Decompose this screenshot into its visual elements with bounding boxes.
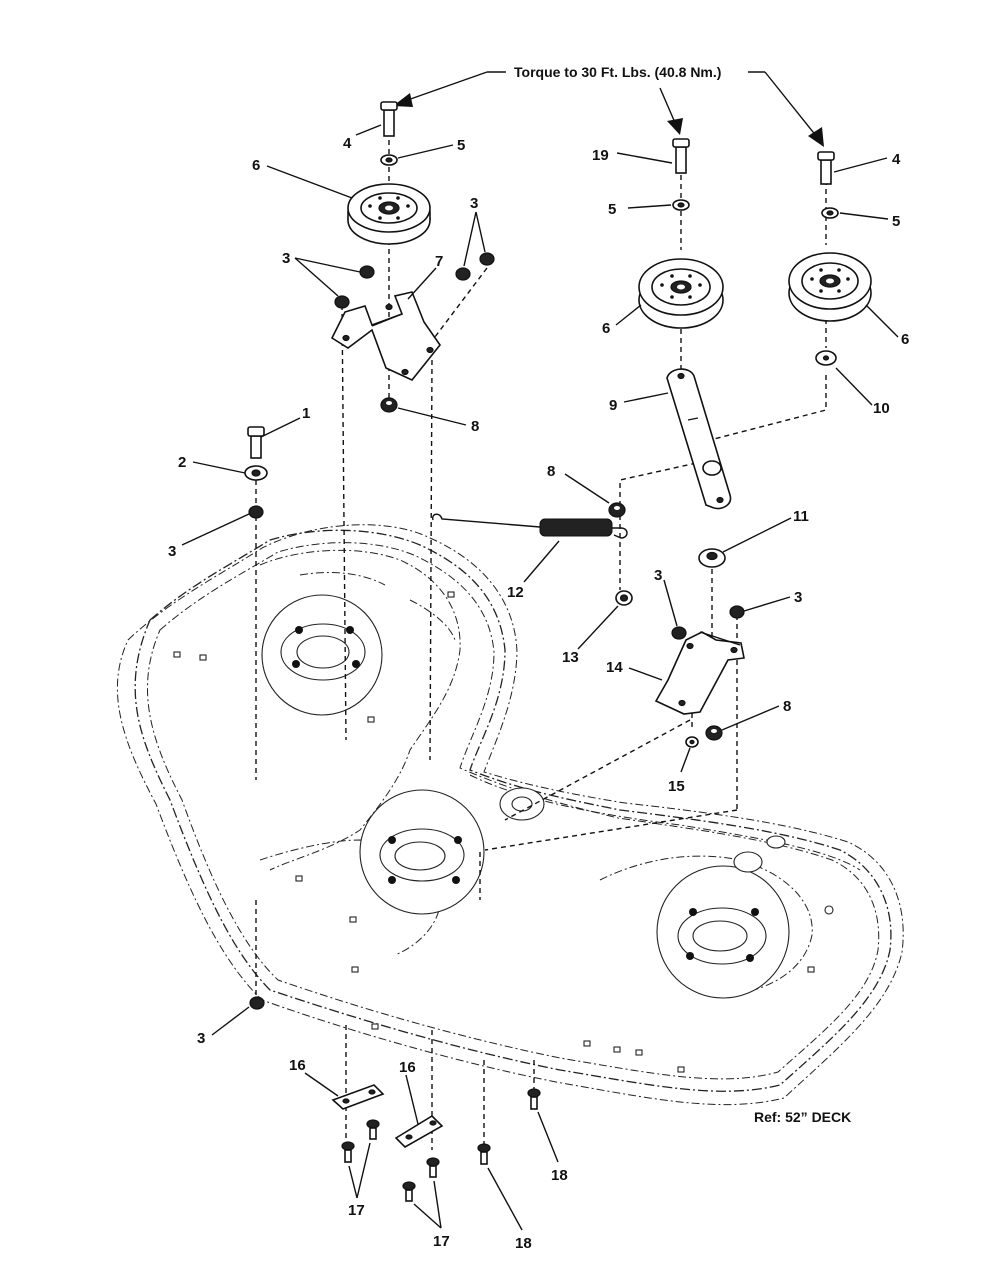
callout-14: 14	[606, 659, 623, 676]
callout-8-bracket: 8	[783, 698, 791, 715]
callout-13: 13	[562, 649, 579, 666]
callout-3-pivot-left: 3	[654, 567, 662, 584]
nut-3-lower	[249, 996, 265, 1010]
nut-8-bracket	[705, 725, 723, 741]
washer-5-center	[672, 199, 690, 211]
callout-3-left-bracket-right: 3	[470, 195, 478, 212]
callout-11: 11	[793, 508, 809, 525]
screws-18	[477, 1088, 541, 1165]
nuts-3-left-bracket	[334, 252, 495, 309]
callout-6-left: 6	[252, 157, 260, 174]
callout-15: 15	[668, 778, 685, 795]
bolt-4-right	[817, 151, 835, 185]
callout-5-left: 5	[457, 137, 465, 154]
callout-7: 7	[435, 253, 443, 270]
idler-arm-9	[666, 368, 732, 510]
callout-5-right: 5	[892, 213, 900, 230]
callout-3-blade-lower: 3	[197, 1030, 205, 1047]
washer-2	[244, 465, 268, 481]
bushing-11	[698, 548, 726, 568]
callout-17-left: 17	[348, 1202, 365, 1219]
callout-16-right: 16	[399, 1059, 416, 1076]
callout-6-right: 6	[901, 331, 909, 348]
nut-3-upper	[248, 505, 264, 519]
callout-1: 1	[302, 405, 310, 422]
callout-3-blade-upper: 3	[168, 543, 176, 560]
callout-8-arm: 8	[547, 463, 555, 480]
baffle-plate-16-right	[394, 1114, 444, 1148]
nuts-3-pivot-bracket	[671, 605, 745, 640]
callout-numbers: 4 5 6 3 3 7 8 1 2 3 19 5 6 9 4 5 6 10 8 …	[168, 135, 909, 1252]
callout-18-bottom: 18	[515, 1235, 532, 1252]
deck-reference-label: Ref: 52” DECK	[754, 1109, 851, 1125]
bolt-19	[672, 138, 690, 174]
baffle-plate-16-left	[331, 1084, 385, 1110]
callout-8-left: 8	[471, 418, 479, 435]
callout-4-left: 4	[343, 135, 352, 152]
idler-pulley-6-center	[638, 258, 724, 329]
bolt-15	[685, 736, 699, 748]
washer-5-right	[821, 207, 839, 219]
callout-18-right: 18	[551, 1167, 568, 1184]
callout-leaders	[181, 124, 899, 1231]
callout-3-pivot-right: 3	[794, 589, 802, 606]
spacer-10	[815, 350, 837, 366]
pivot-bracket-14	[654, 631, 745, 715]
callout-3-left-bracket: 3	[282, 250, 290, 267]
callout-16-left: 16	[289, 1057, 306, 1074]
mower-deck-housing	[116, 524, 904, 1106]
callout-10: 10	[873, 400, 890, 417]
nut-8-arm	[608, 502, 626, 518]
torque-note-text: Torque to 30 Ft. Lbs. (40.8 Nm.)	[514, 64, 721, 80]
nut-13	[615, 590, 633, 606]
callout-4-right: 4	[892, 151, 901, 168]
callout-2: 2	[178, 454, 186, 471]
bolt-1	[247, 426, 265, 459]
idler-pulley-6-left	[347, 183, 431, 245]
bolt-4-left	[380, 101, 398, 137]
screws-17	[341, 1119, 440, 1202]
tension-spring-12	[432, 513, 628, 539]
callout-17-right: 17	[433, 1233, 450, 1250]
callout-19: 19	[592, 147, 609, 164]
callout-6-center: 6	[602, 320, 610, 337]
callout-5-center: 5	[608, 201, 616, 218]
washer-5-left	[380, 154, 398, 166]
callout-9: 9	[609, 397, 617, 414]
idler-pulley-6-right	[788, 252, 872, 322]
torque-note: Torque to 30 Ft. Lbs. (40.8 Nm.)	[393, 64, 824, 147]
nut-8-left	[380, 397, 398, 413]
idler-bracket-7	[330, 291, 441, 381]
callout-12: 12	[507, 584, 524, 601]
